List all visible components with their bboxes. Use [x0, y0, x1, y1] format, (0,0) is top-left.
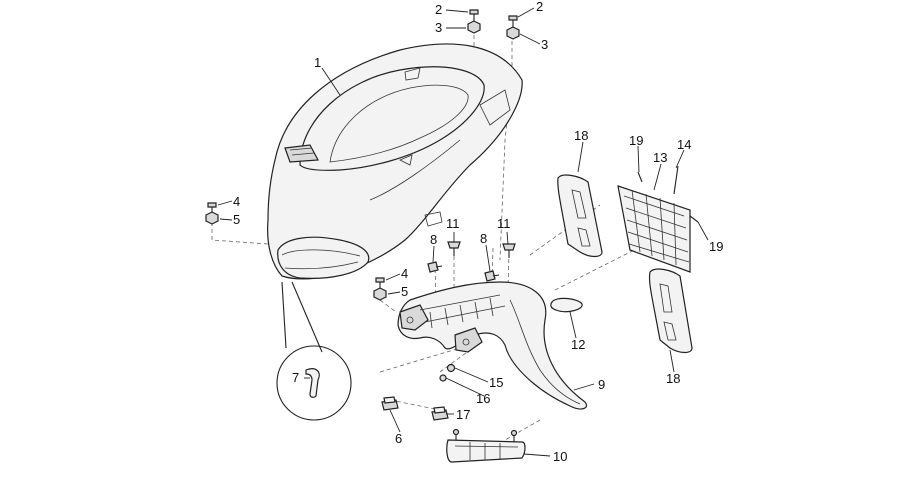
callout-19-upper: 19 [629, 133, 643, 148]
screw-top-right-icon [508, 15, 518, 28]
license-plate-holder [617, 185, 691, 273]
rear-body-shell [267, 43, 523, 280]
callout-6: 6 [395, 431, 402, 446]
callout-8-left: 8 [430, 232, 437, 247]
callout-11-left: 11 [446, 216, 460, 231]
callout-5-center: 5 [401, 284, 408, 299]
callout-19-right: 19 [709, 239, 723, 254]
rear-mudguard-assembly [397, 281, 588, 410]
nut-center-icon [373, 287, 387, 301]
nut-top-left-icon [467, 20, 481, 34]
screw-top-left-icon [469, 9, 479, 22]
callout-17: 17 [456, 407, 470, 422]
nut-top-right-icon [506, 26, 520, 40]
callout-3-left: 3 [435, 20, 442, 35]
callout-18-lower: 18 [666, 371, 680, 386]
plate-cover-upper [557, 174, 603, 258]
rear-reflector [550, 297, 583, 313]
callout-7: 7 [292, 370, 299, 385]
callout-4-left: 4 [233, 194, 240, 209]
callout-12: 12 [571, 337, 585, 352]
callout-2-right: 2 [536, 0, 543, 14]
washer-and-screw [439, 363, 456, 382]
callout-16: 16 [476, 391, 490, 406]
nut-left-icon [205, 211, 219, 225]
callout-14: 14 [677, 137, 691, 152]
plate-cover-lower [648, 268, 693, 354]
bolt-8-right-icon [484, 270, 500, 282]
callout-2-left: 2 [435, 2, 442, 17]
bolt-11-right-icon [502, 243, 516, 258]
callout-4-center: 4 [401, 266, 408, 281]
license-plate-light [446, 428, 526, 463]
callout-3-right: 3 [541, 37, 548, 52]
fasteners [205, 9, 520, 301]
bolt-11-left-icon [447, 241, 461, 256]
screw-center-icon [375, 277, 385, 288]
clip-detail-circle [276, 281, 352, 421]
plate-screws [637, 165, 699, 223]
callout-10: 10 [553, 449, 567, 464]
callout-13: 13 [653, 150, 667, 165]
callout-labels: 1 2 3 2 3 4 5 4 5 8 11 8 11 7 6 17 15 16… [233, 0, 723, 464]
bolt-8-left-icon [427, 261, 443, 273]
callout-18-upper: 18 [574, 128, 588, 143]
callout-8-right: 8 [480, 231, 487, 246]
callout-1: 1 [314, 55, 321, 70]
clips [381, 396, 449, 421]
leader-lines [217, 7, 709, 457]
callout-5-left: 5 [233, 212, 240, 227]
callout-11-right: 11 [497, 216, 511, 231]
callout-9: 9 [598, 377, 605, 392]
callout-15: 15 [489, 375, 503, 390]
